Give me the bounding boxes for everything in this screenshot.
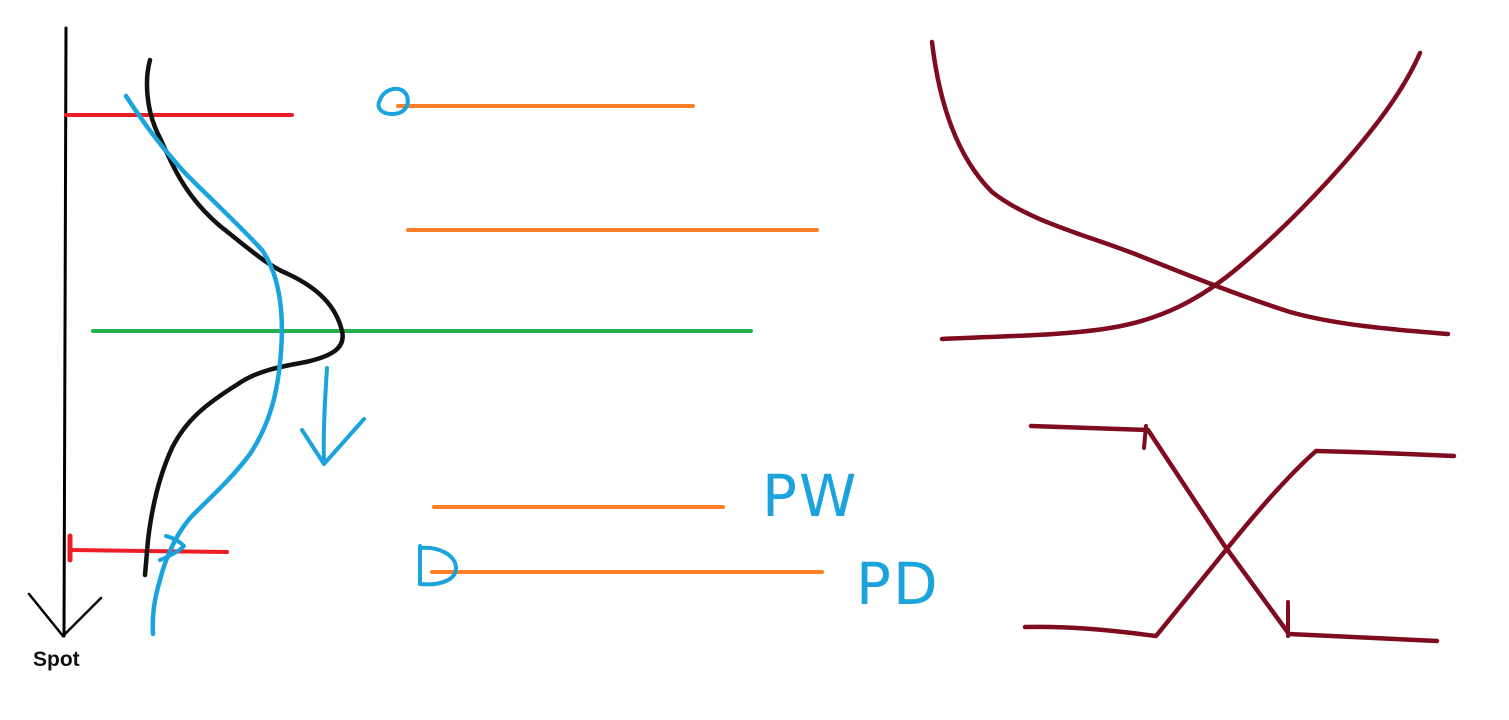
spot-axis-label: Spot [33,648,80,671]
maroon-increasing-curve [939,50,1423,342]
blue-small-arrowhead [158,534,186,562]
pw-label: PW [762,462,858,530]
crossing-curves-top-right [929,39,1451,342]
pd-label: PD [856,550,940,618]
blue-circle-mark-bottom [418,544,458,587]
crossing-steps-bottom-right [1022,423,1457,644]
spot-axis-line [62,26,68,638]
blue-circle-mark-top [376,86,410,116]
blue-down-arrow-icon [300,366,366,466]
black-distribution-curve [142,57,345,578]
spot-axis-arrowhead [27,592,103,638]
maroon-decreasing-curve [929,39,1451,337]
maroon-falling-step [1028,423,1440,644]
spot-axis: Spot [27,26,103,671]
maroon-rising-step [1022,448,1457,639]
maroon-tick-upper [1142,424,1148,450]
